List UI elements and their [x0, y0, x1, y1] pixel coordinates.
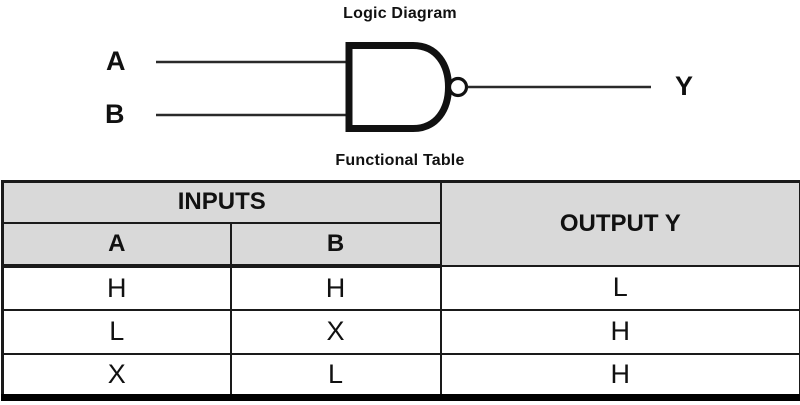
- header-row-ab: A B: [1, 221, 800, 268]
- table-row: L X H: [1, 308, 800, 355]
- header-col-a: A: [1, 221, 232, 268]
- cell-b: H: [229, 264, 442, 311]
- table-row: H H L: [1, 264, 800, 311]
- inversion-bubble: [447, 76, 469, 98]
- header-inputs: INPUTS: [1, 180, 442, 224]
- cell-y: L: [439, 264, 800, 311]
- logic-diagram-section: Logic Diagram A B Y: [0, 0, 800, 150]
- cell-b: L: [229, 352, 442, 399]
- cell-a: X: [1, 352, 232, 399]
- header-row-inputs: INPUTS OUTPUT Y: [1, 180, 800, 267]
- input-b-label: B: [105, 99, 125, 129]
- cell-a: L: [1, 308, 232, 355]
- input-a-label: A: [106, 46, 126, 76]
- functional-table: INPUTS OUTPUT Y A B H H L L X H X L H: [1, 180, 800, 401]
- table-row: X L H: [1, 352, 800, 399]
- header-col-b: B: [229, 221, 442, 268]
- nand-gate-drawing: [156, 42, 651, 132]
- cell-y: H: [439, 352, 800, 399]
- table-title: Functional Table: [335, 152, 465, 169]
- cell-b: X: [229, 308, 442, 355]
- header-output-y: OUTPUT Y: [439, 180, 800, 267]
- cell-y: H: [439, 308, 800, 355]
- output-y-label: Y: [675, 71, 694, 101]
- cell-a: H: [1, 264, 232, 311]
- diagram-title: Logic Diagram: [343, 5, 457, 22]
- nand-gate-body: [345, 42, 453, 132]
